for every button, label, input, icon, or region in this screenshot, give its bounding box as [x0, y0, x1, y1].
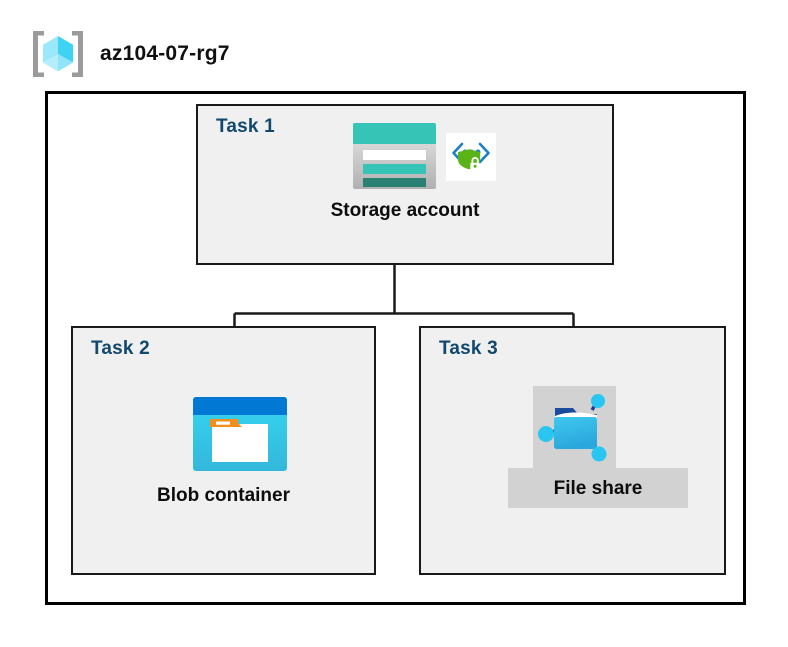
resource-group-header: az104-07-rg7: [30, 28, 230, 80]
resource-group-cube-icon: [30, 28, 86, 80]
storage-account-icon: [352, 122, 437, 190]
file-share-label: File share: [553, 478, 643, 499]
file-share-label-backdrop: [508, 468, 688, 508]
security-shield-icon: [446, 133, 496, 181]
storage-account-label: Storage account: [330, 200, 480, 221]
file-share-icon: [535, 388, 615, 468]
task-2-label: Task 2: [91, 338, 150, 359]
task-1-label: Task 1: [216, 116, 275, 137]
task-3-label: Task 3: [439, 338, 498, 359]
blob-container-icon: [192, 396, 288, 472]
blob-container-label: Blob container: [156, 485, 290, 506]
resource-group-name: az104-07-rg7: [100, 42, 230, 65]
